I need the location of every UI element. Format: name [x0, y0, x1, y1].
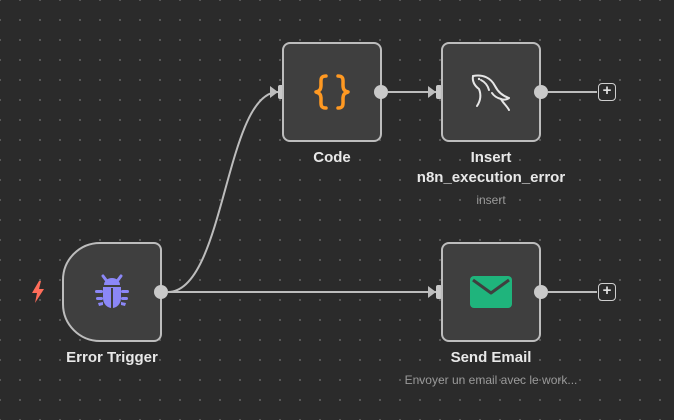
insert-subtitle: insert [476, 193, 506, 207]
node-code[interactable] [282, 42, 382, 142]
send-email-subtitle: Envoyer un email avec le work... [404, 373, 578, 387]
send-email-label: Send Email [450, 349, 532, 366]
envelope-icon [470, 276, 512, 308]
node-error-trigger[interactable] [62, 242, 162, 342]
node-send-email[interactable] [441, 242, 541, 342]
arrowhead-send-email-input [428, 286, 436, 298]
error-trigger-label: Error Trigger [66, 349, 158, 366]
insert-output-handle[interactable] [534, 85, 548, 99]
insert-label-line1: Insert [470, 149, 512, 166]
code-label: Code [313, 149, 351, 166]
node-insert-mysql[interactable] [441, 42, 541, 142]
insert-add-node-button[interactable]: + [598, 83, 616, 101]
bug-icon [95, 274, 129, 308]
insert-input-handle[interactable] [436, 85, 442, 99]
mysql-dolphin-icon [471, 74, 510, 111]
error-trigger-output-handle[interactable] [154, 285, 168, 299]
connection-trigger-to-code [167, 91, 279, 293]
send-email-add-node-button[interactable]: + [598, 283, 616, 301]
insert-label-line2: n8n_execution_error [416, 169, 566, 186]
code-output-handle[interactable] [374, 85, 388, 99]
arrowhead-code-input [270, 86, 278, 98]
curly-braces-icon [314, 74, 350, 110]
arrowhead-insert-input [428, 86, 436, 98]
send-email-output-handle[interactable] [534, 285, 548, 299]
send-email-input-handle[interactable] [436, 285, 442, 299]
trigger-bolt-icon [32, 281, 44, 303]
code-input-handle[interactable] [278, 85, 284, 99]
